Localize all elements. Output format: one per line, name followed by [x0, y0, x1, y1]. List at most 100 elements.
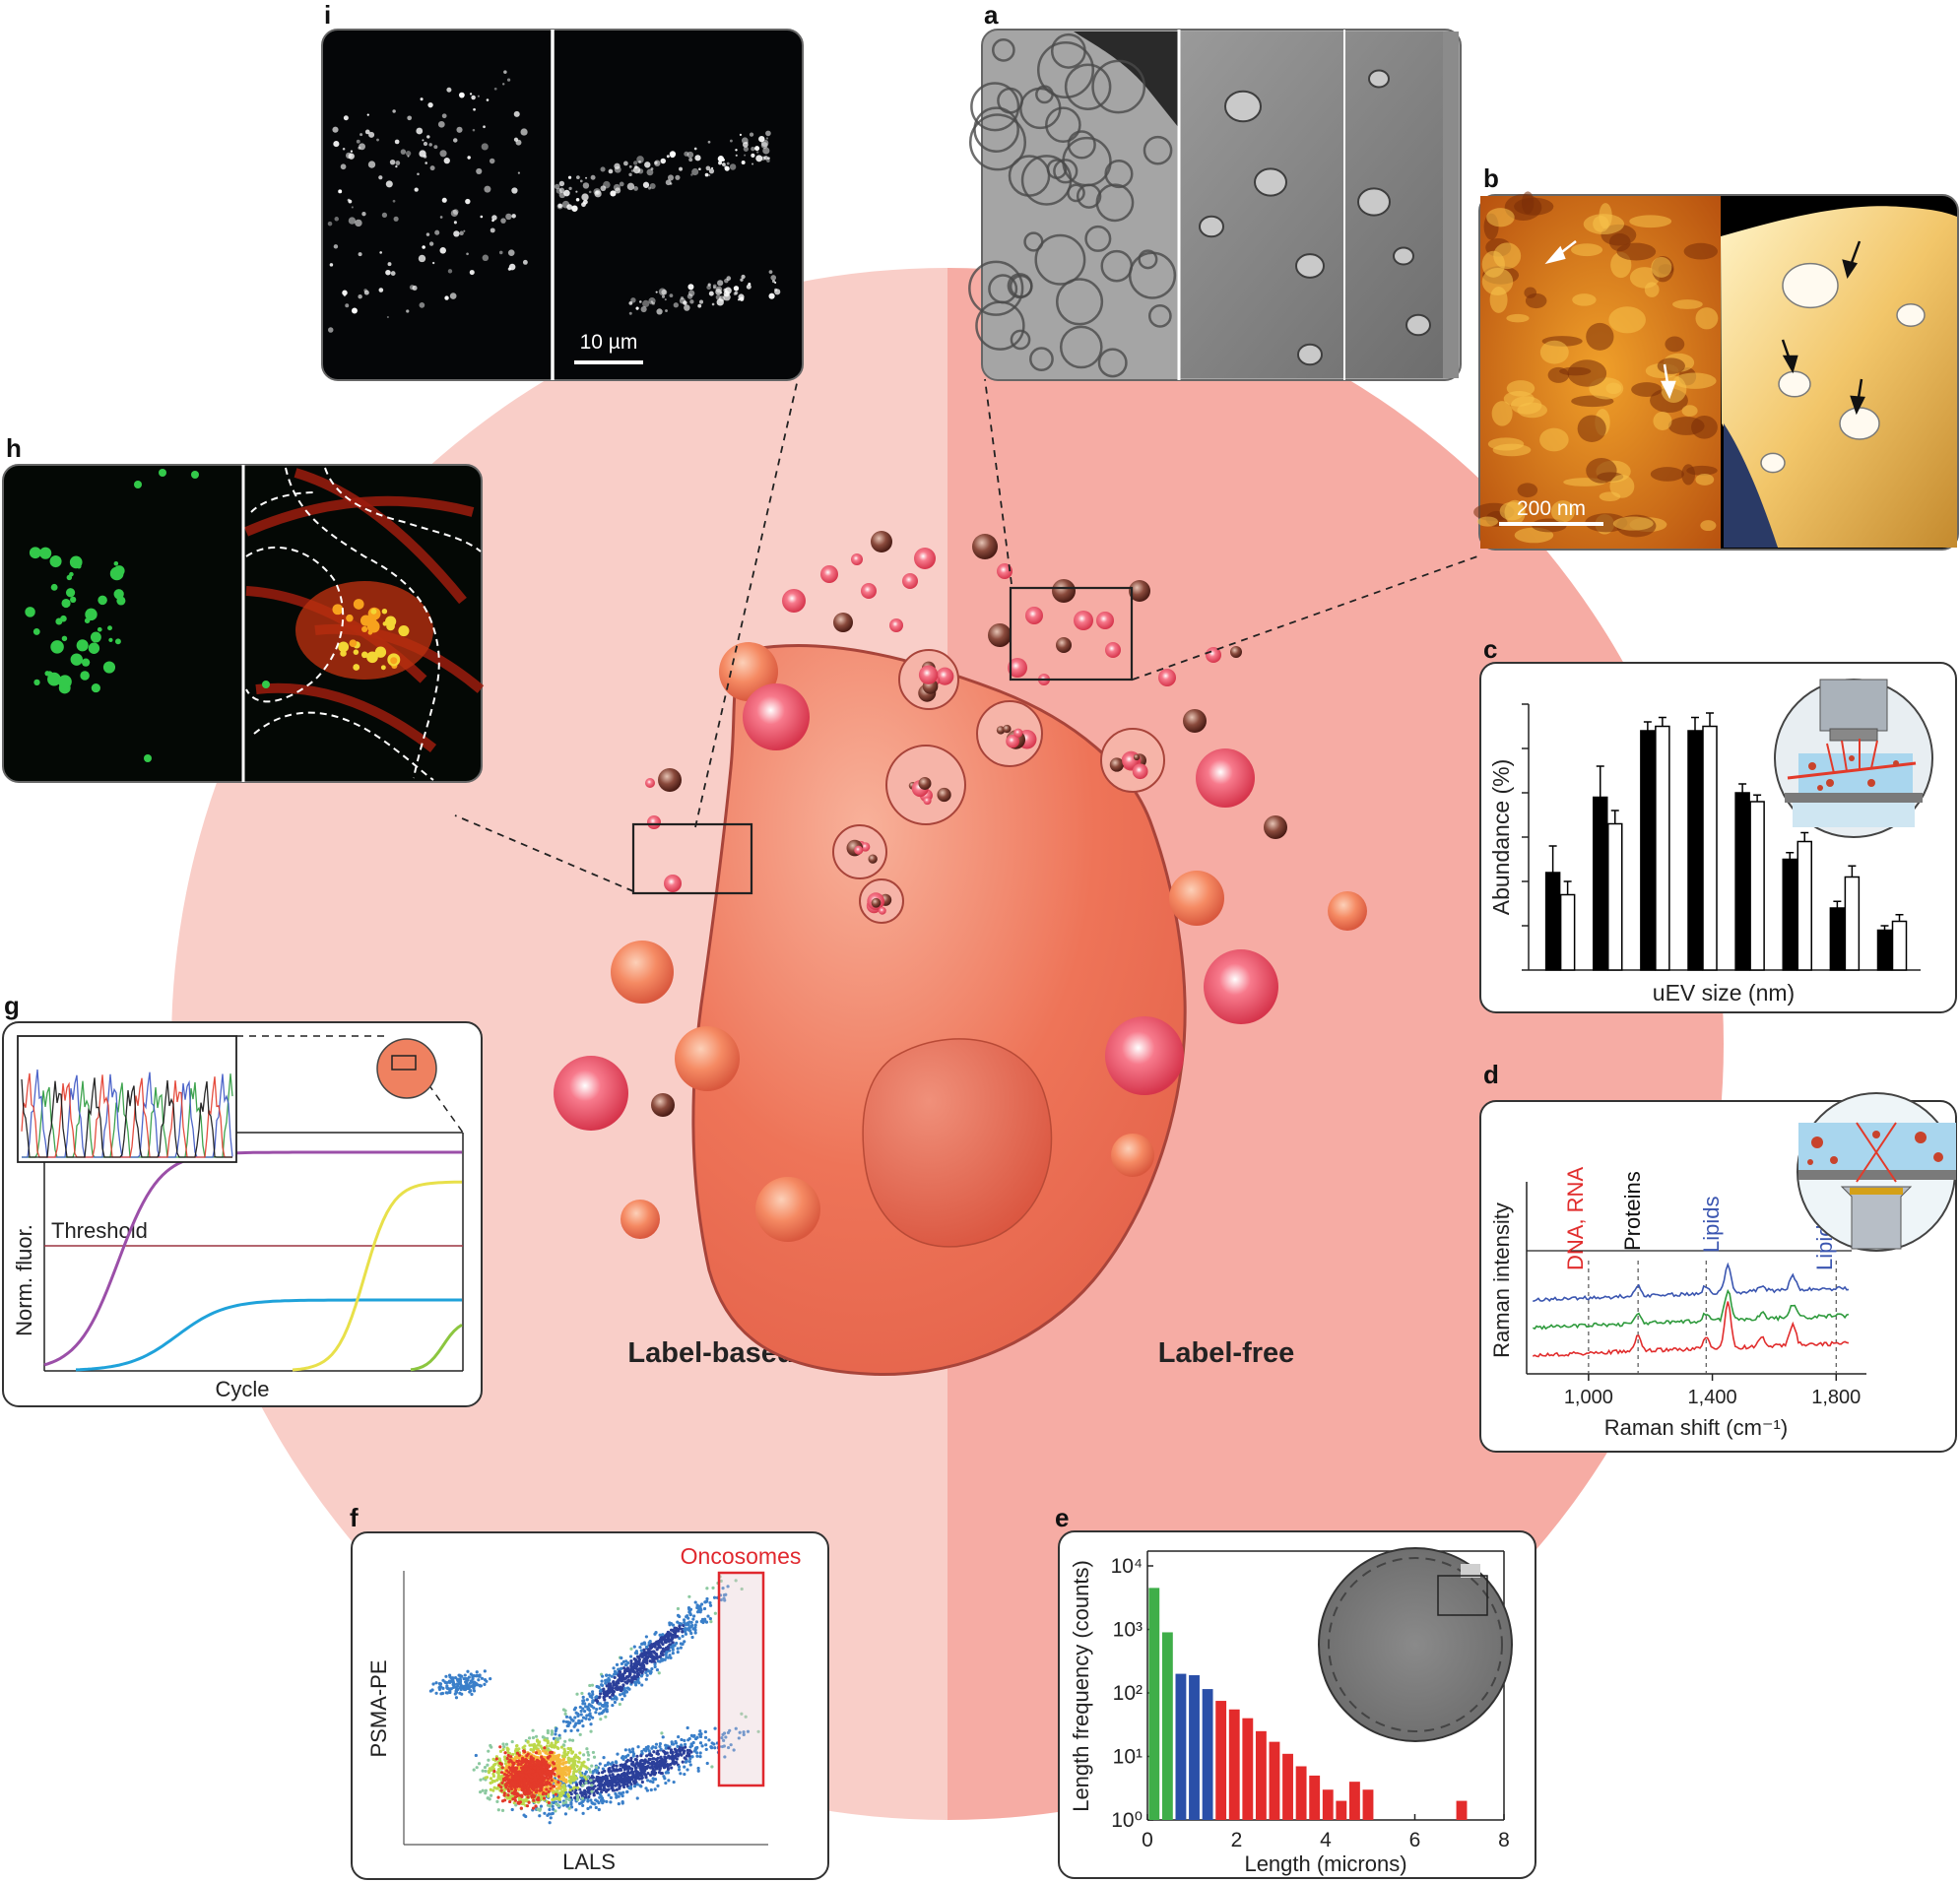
event [653, 1662, 657, 1666]
event [647, 1749, 651, 1753]
event [552, 1756, 555, 1760]
event [607, 1690, 611, 1694]
event [708, 1617, 712, 1621]
event [647, 1649, 651, 1653]
punctum [566, 204, 573, 211]
event [575, 1764, 579, 1769]
event [534, 1734, 539, 1738]
event [489, 1793, 493, 1797]
event [472, 1768, 476, 1772]
punctum [351, 307, 358, 314]
event [484, 1776, 488, 1780]
event [561, 1761, 565, 1765]
event [557, 1791, 561, 1795]
event [644, 1667, 648, 1671]
event [538, 1808, 542, 1812]
bars [1544, 712, 1908, 971]
event [583, 1795, 587, 1799]
event [630, 1747, 635, 1751]
punctum [673, 302, 679, 308]
intraluminal-vesicle [1003, 724, 1012, 734]
event [661, 1762, 665, 1766]
event [659, 1755, 663, 1760]
punctum [686, 293, 693, 299]
punctum [350, 150, 354, 153]
event [609, 1762, 613, 1766]
punctum [588, 190, 592, 194]
punctum [626, 182, 635, 191]
event [690, 1623, 694, 1628]
punctum [356, 139, 360, 144]
event [526, 1780, 530, 1785]
event [597, 1696, 601, 1700]
punctum [670, 152, 676, 159]
tick-label: 10⁴ [1111, 1555, 1143, 1578]
punctum [634, 164, 638, 169]
topography-feature [1567, 359, 1607, 387]
event [525, 1775, 529, 1779]
event [622, 1771, 626, 1775]
scale-bar-label: 10 µm [580, 331, 638, 354]
punctum [419, 150, 426, 158]
punctum [748, 283, 751, 286]
event [622, 1694, 626, 1698]
event [572, 1767, 577, 1771]
vesicle [611, 941, 674, 1004]
event [574, 1788, 578, 1792]
event [635, 1796, 639, 1800]
vesicle-outline [1053, 159, 1078, 184]
event [665, 1651, 669, 1655]
event [668, 1643, 672, 1647]
event [514, 1744, 519, 1748]
punctum [364, 129, 370, 135]
punctum [733, 292, 738, 295]
event [628, 1750, 632, 1754]
vesicle [645, 778, 655, 788]
punctum [489, 158, 495, 164]
event [676, 1650, 680, 1655]
event [689, 1750, 693, 1754]
event [687, 1620, 691, 1624]
event [537, 1741, 541, 1746]
event [675, 1627, 679, 1631]
event [578, 1771, 582, 1775]
event [580, 1719, 584, 1722]
event [690, 1755, 694, 1759]
white-arrows [1544, 240, 1676, 400]
topography-feature [1539, 340, 1569, 364]
vesicle-outline [1084, 225, 1112, 252]
punctum [751, 162, 754, 165]
event [678, 1748, 683, 1752]
vesicle [1264, 815, 1287, 839]
chromatogram-trace [22, 1073, 233, 1158]
event [602, 1756, 606, 1760]
event [534, 1756, 538, 1760]
punctum [327, 221, 333, 227]
punctum [724, 165, 728, 169]
event [603, 1764, 608, 1768]
event [475, 1766, 479, 1770]
punctum [428, 143, 432, 147]
event [439, 1685, 443, 1689]
histogram-bar [1322, 1789, 1334, 1820]
panel-letter: c [1483, 634, 1497, 664]
punctum [453, 230, 460, 237]
event [635, 1783, 639, 1786]
event [686, 1606, 691, 1610]
event [618, 1669, 621, 1674]
event [555, 1737, 559, 1742]
event [600, 1704, 604, 1708]
event [556, 1781, 560, 1785]
event [685, 1759, 688, 1763]
event [640, 1661, 645, 1665]
event [555, 1770, 559, 1774]
event [563, 1812, 568, 1816]
event [586, 1781, 591, 1785]
topography-feature [1506, 313, 1530, 323]
event [534, 1744, 538, 1748]
event [612, 1763, 616, 1768]
event [536, 1767, 540, 1771]
event [644, 1670, 648, 1674]
event [686, 1751, 690, 1755]
colocalized-spot [349, 639, 358, 648]
